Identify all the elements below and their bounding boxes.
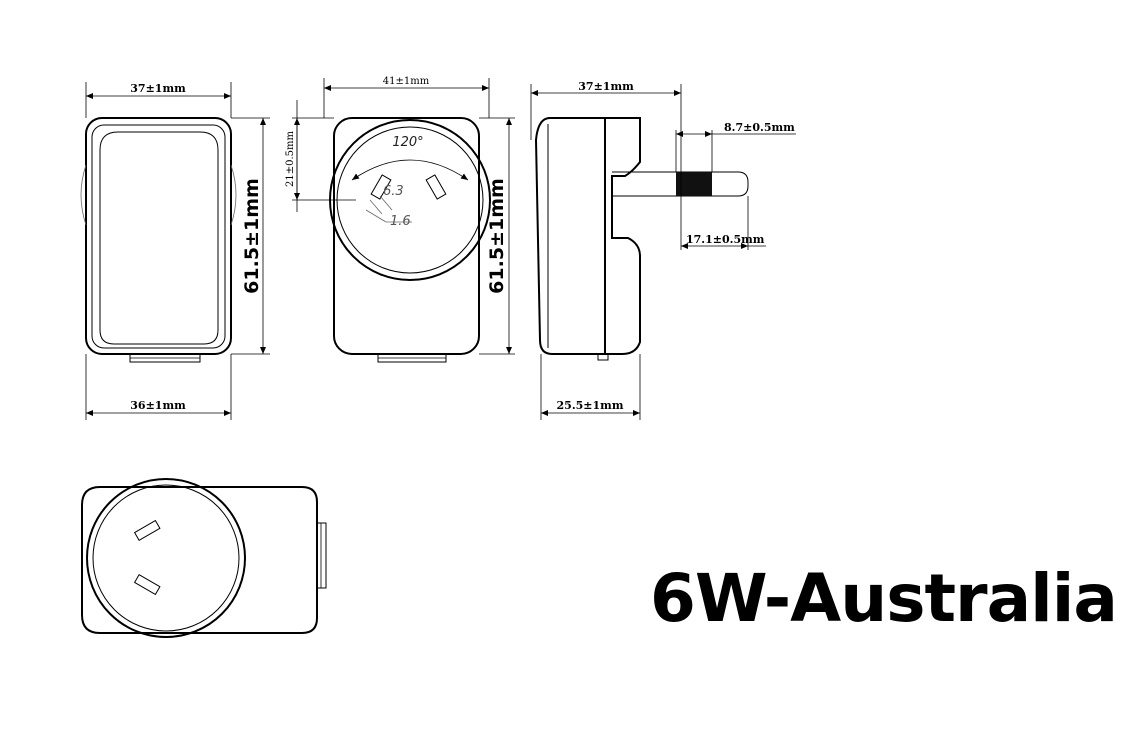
rotated-view bbox=[81, 478, 327, 638]
back-angle-label: 120° bbox=[392, 135, 423, 150]
front-side-bulge-right bbox=[230, 164, 237, 226]
side-view: 37±1mm 8.7±0.5mm 17.1±0.5mm 25.5±1mm bbox=[530, 80, 796, 420]
product-title: 6W-Australia bbox=[650, 560, 1118, 637]
rotated-body-outline bbox=[81, 486, 318, 634]
side-pin bbox=[612, 171, 749, 197]
side-pin-extension-label: 8.7±0.5mm bbox=[724, 121, 795, 134]
rotated-side-tab bbox=[317, 522, 327, 589]
front-bottom-width-label: 36±1mm bbox=[130, 399, 186, 412]
side-bottom-tab bbox=[597, 354, 609, 361]
rotated-pin-bottom bbox=[133, 573, 161, 596]
front-height-label: 61.5±1mm bbox=[241, 178, 263, 294]
rotated-plug-face-inner bbox=[92, 484, 240, 632]
back-pin-right bbox=[425, 174, 447, 200]
side-bottom-depth-label: 25.5±1mm bbox=[557, 399, 624, 412]
back-height-label: 61.5±1mm bbox=[486, 178, 508, 294]
front-side-bulge-left bbox=[80, 164, 87, 226]
back-pin-length-label: 6.3 bbox=[383, 184, 404, 199]
side-pin-span-label: 17.1±0.5mm bbox=[686, 233, 765, 246]
back-pin-width-label: 1.6 bbox=[390, 214, 411, 229]
side-body-outline bbox=[534, 117, 606, 355]
front-top-width-label: 37±1mm bbox=[130, 82, 186, 95]
front-body-outline bbox=[85, 117, 232, 355]
back-width-label: 41±1mm bbox=[383, 76, 430, 87]
back-angle-arc bbox=[351, 159, 469, 181]
back-view: 120° 6.3 1.6 41±1mm 21±0.5mm 61.5±1mm bbox=[285, 76, 515, 363]
front-face-panel bbox=[99, 131, 219, 345]
back-pin-offset-label: 21±0.5mm bbox=[285, 131, 296, 187]
front-view: 37±1mm 36±1mm 61.5±1mm bbox=[80, 82, 270, 420]
back-body-outline bbox=[333, 117, 480, 355]
side-pin-insulation bbox=[676, 172, 712, 196]
front-body-inner bbox=[91, 124, 226, 349]
rotated-pin-top bbox=[133, 519, 161, 542]
rotated-plug-face-outer bbox=[86, 478, 246, 638]
side-plug-head bbox=[605, 117, 641, 355]
side-top-width-label: 37±1mm bbox=[578, 80, 634, 93]
